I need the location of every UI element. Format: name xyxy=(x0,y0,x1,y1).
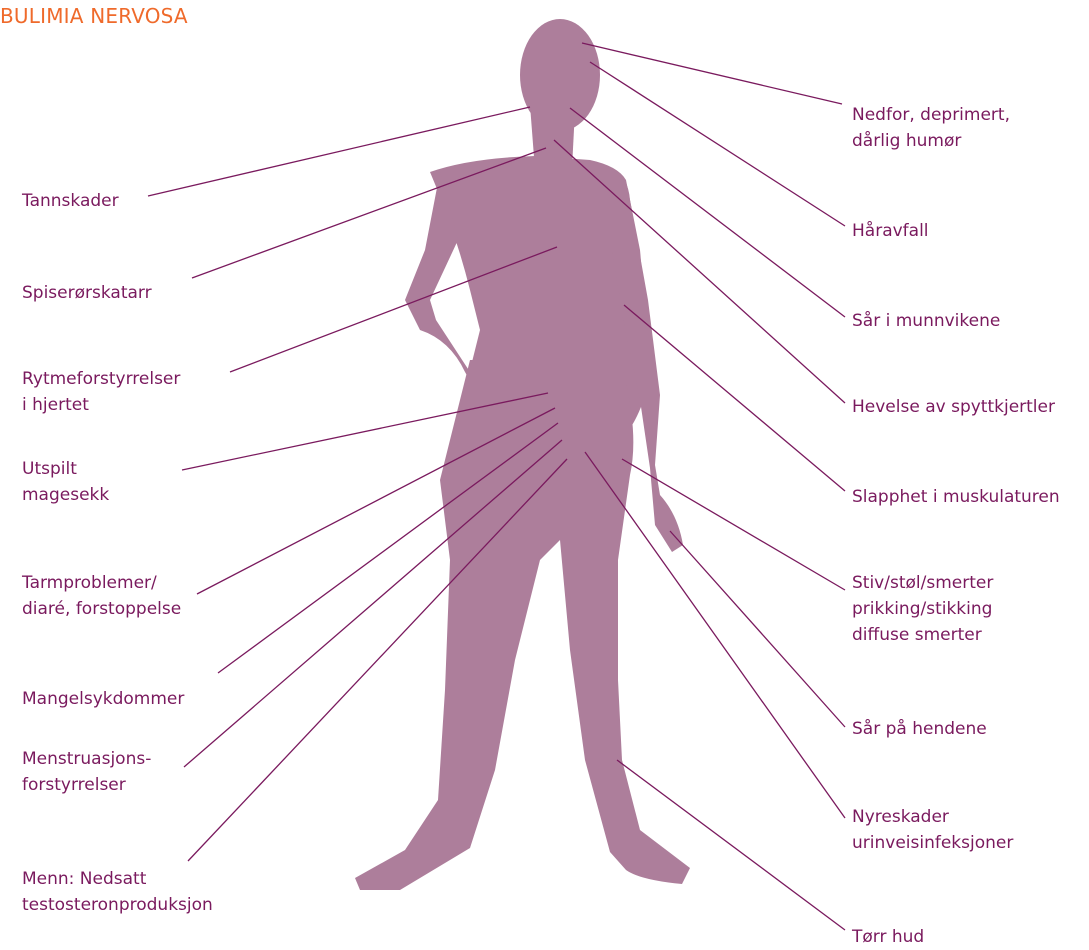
label-torr-hud: Tørr hud xyxy=(852,924,924,950)
label-utspilt-magesekk: Utspilt magesekk xyxy=(22,456,109,508)
diagram-title: BULIMIA NERVOSA xyxy=(0,4,188,28)
label-sar-hendene: Sår på hendene xyxy=(852,716,987,742)
label-spiserorskatarr: Spiserørskatarr xyxy=(22,280,152,306)
label-tarmproblemer: Tarmproblemer/ diaré, forstoppelse xyxy=(22,570,181,622)
label-rytmeforstyrrelser: Rytmeforstyrrelser i hjertet xyxy=(22,366,180,418)
label-sar-munnvikene: Sår i munnvikene xyxy=(852,308,1000,334)
body-silhouette xyxy=(355,19,690,890)
label-mangelsykdommer: Mangelsykdommer xyxy=(22,686,184,712)
label-stiv-smerter: Stiv/støl/smerter prikking/stikking diff… xyxy=(852,570,993,648)
line-sar-hendene xyxy=(670,531,845,727)
label-testosteron: Menn: Nedsatt testosteronproduksjon xyxy=(22,866,213,918)
label-haravfall: Håravfall xyxy=(852,218,929,244)
label-nedfor: Nedfor, deprimert, dårlig humør xyxy=(852,102,1010,154)
line-nedfor xyxy=(582,43,842,104)
label-tannskader: Tannskader xyxy=(22,188,119,214)
label-nyreskader: Nyreskader urinveisinfeksjoner xyxy=(852,804,1013,856)
label-spyttkjertler: Hevelse av spyttkjertler xyxy=(852,394,1055,420)
label-slapphet: Slapphet i muskulaturen xyxy=(852,484,1060,510)
label-menstruasjonsforstyrrelser: Menstruasjons- forstyrrelser xyxy=(22,746,151,798)
line-nyreskader xyxy=(585,452,845,818)
